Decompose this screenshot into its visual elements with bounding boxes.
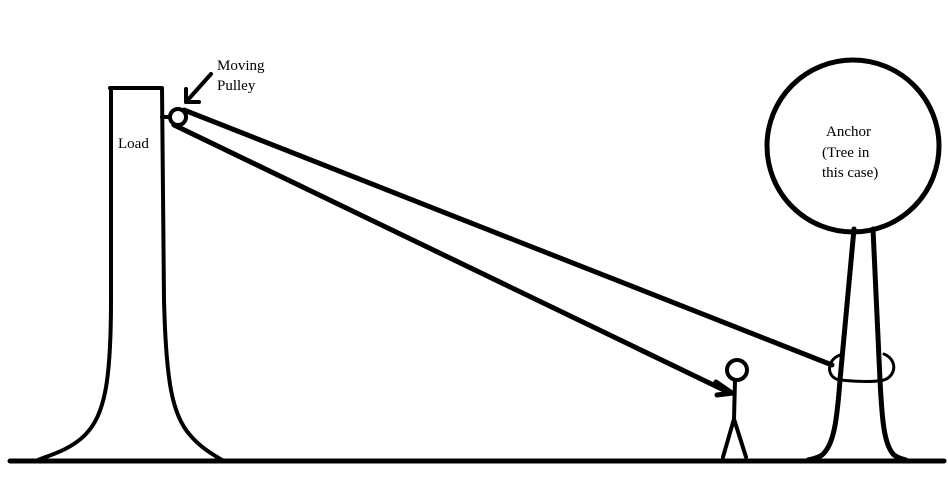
person-stick-figure	[721, 358, 749, 459]
person-body	[732, 378, 737, 421]
person-left-leg	[721, 417, 736, 459]
tree-trunk-left	[805, 226, 857, 463]
anchor-label-line1: Anchor	[826, 124, 871, 140]
anchor-label-line2: (Tree in	[822, 145, 870, 161]
anchor-label-line3: this case)	[822, 165, 878, 181]
load-left-edge	[36, 86, 113, 462]
moving-pulley-callout: Moving Pulley	[184, 58, 265, 104]
load-label: Load	[118, 136, 149, 152]
load-right-edge	[160, 86, 224, 462]
rope-arrowhead	[713, 379, 736, 398]
moving-pulley-label-line2: Pulley	[217, 78, 256, 94]
person-head	[725, 358, 749, 382]
rope-lower-to-person	[171, 122, 731, 395]
callout-arrow-shaft	[184, 72, 213, 104]
moving-pulley-wheel	[168, 107, 188, 127]
load-post: Load	[36, 86, 224, 462]
tree-trunk-right	[870, 226, 909, 463]
rope-upper-to-anchor	[181, 107, 835, 368]
anchor-tree: Anchor (Tree in this case)	[764, 57, 942, 463]
moving-pulley-label-line1: Moving	[217, 58, 265, 74]
person-right-leg	[732, 417, 748, 459]
rope-loop-around-trunk	[828, 352, 896, 383]
arrowhead-lower	[714, 390, 736, 398]
